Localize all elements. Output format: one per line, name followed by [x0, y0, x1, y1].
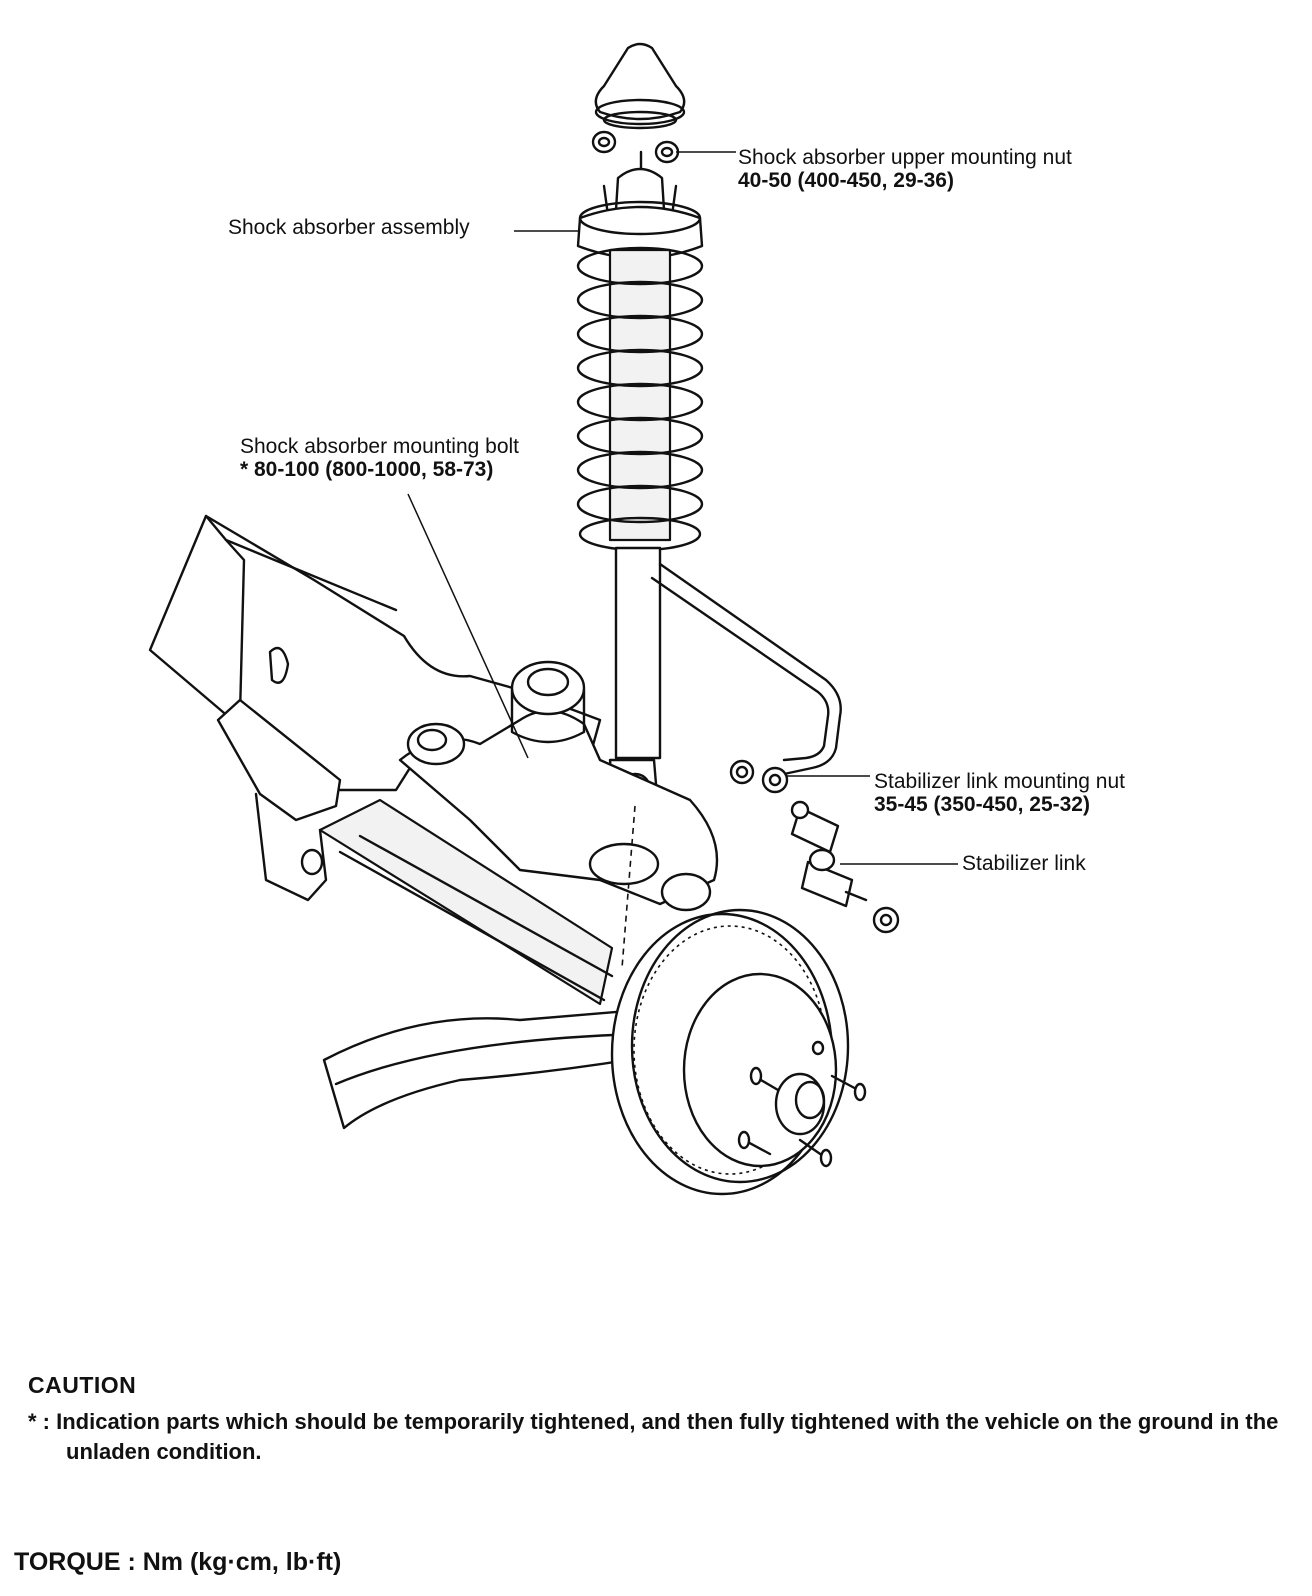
- stabilizer-link-callout: Stabilizer link: [962, 852, 1086, 875]
- shock-absorber-assembly: [576, 167, 704, 817]
- rear-body-frame: [148, 514, 602, 902]
- caution-block: CAUTION * : Indication parts which shoul…: [28, 1372, 1298, 1467]
- leader-lines: [407, 151, 958, 969]
- upper-mounting-nut: [591, 130, 680, 170]
- dust-cover-cap: [594, 42, 686, 130]
- stabilizer-nut-torque: 35-45 (350-450, 25-32): [874, 793, 1090, 816]
- assembly-label: Shock absorber assembly: [228, 216, 470, 239]
- upper-nut-callout: Shock absorber upper mounting nut 40-50 …: [738, 146, 1072, 192]
- mounting-bolt-label: Shock absorber mounting bolt: [240, 435, 519, 458]
- stabilizer-nut-label: Stabilizer link mounting nut: [874, 770, 1125, 793]
- mounting-bolt-torque: * 80-100 (800-1000, 58-73): [240, 458, 494, 481]
- stabilizer-link: [729, 759, 900, 934]
- lower-arm: [398, 660, 719, 912]
- torque-units-legend: TORQUE : Nm (kg·cm, lb·ft): [14, 1548, 342, 1576]
- brake-disc-hub: [610, 908, 867, 1196]
- stabilizer-link-label: Stabilizer link: [962, 852, 1086, 875]
- mounting-bolt-callout: Shock absorber mounting bolt * 80-100 (8…: [240, 435, 519, 481]
- upper-nut-label: Shock absorber upper mounting nut: [738, 146, 1072, 169]
- axle-beam: [318, 798, 666, 1130]
- stabilizer-nut-callout: Stabilizer link mounting nut 35-45 (350-…: [874, 770, 1125, 816]
- upper-nut-torque: 40-50 (400-450, 29-36): [738, 169, 954, 192]
- assembly-callout: Shock absorber assembly: [228, 216, 470, 239]
- stabilizer-bar: [650, 562, 842, 794]
- rear-suspension-exploded-diagram: [148, 42, 958, 1196]
- caution-note: * : Indication parts which should be tem…: [28, 1409, 1279, 1464]
- caution-title: CAUTION: [28, 1372, 137, 1398]
